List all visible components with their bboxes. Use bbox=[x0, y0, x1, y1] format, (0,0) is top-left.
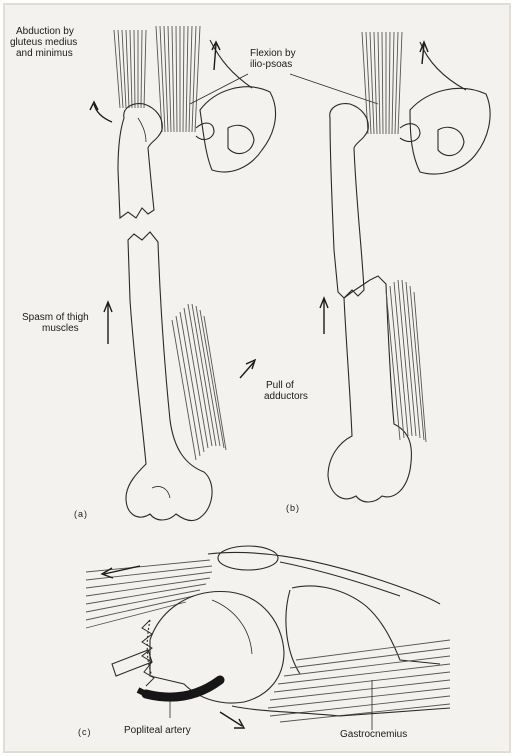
panel-c-label: (c) bbox=[78, 727, 92, 738]
abduction-label-line1: Abduction by bbox=[16, 26, 74, 37]
popliteal-artery-label: Popliteal artery bbox=[124, 725, 191, 736]
paper bbox=[4, 4, 510, 752]
flexion-label-line1: Flexion by bbox=[250, 48, 296, 59]
spasm-label-line1: Spasm of thigh bbox=[22, 312, 89, 323]
panel-b-label: (b) bbox=[286, 503, 300, 514]
panel-a-label: (a) bbox=[74, 509, 88, 520]
abduction-label-line2: gluteus medius bbox=[10, 37, 77, 48]
pull-label-line1: Pull of bbox=[266, 380, 294, 391]
pull-label-line2: adductors bbox=[264, 391, 308, 402]
abduction-label-line3: and minimus bbox=[16, 48, 73, 59]
spasm-label-line2: muscles bbox=[42, 323, 79, 334]
gastrocnemius-label: Gastrocnemius bbox=[340, 729, 407, 740]
flexion-label-line2: ilio-psoas bbox=[250, 59, 292, 70]
